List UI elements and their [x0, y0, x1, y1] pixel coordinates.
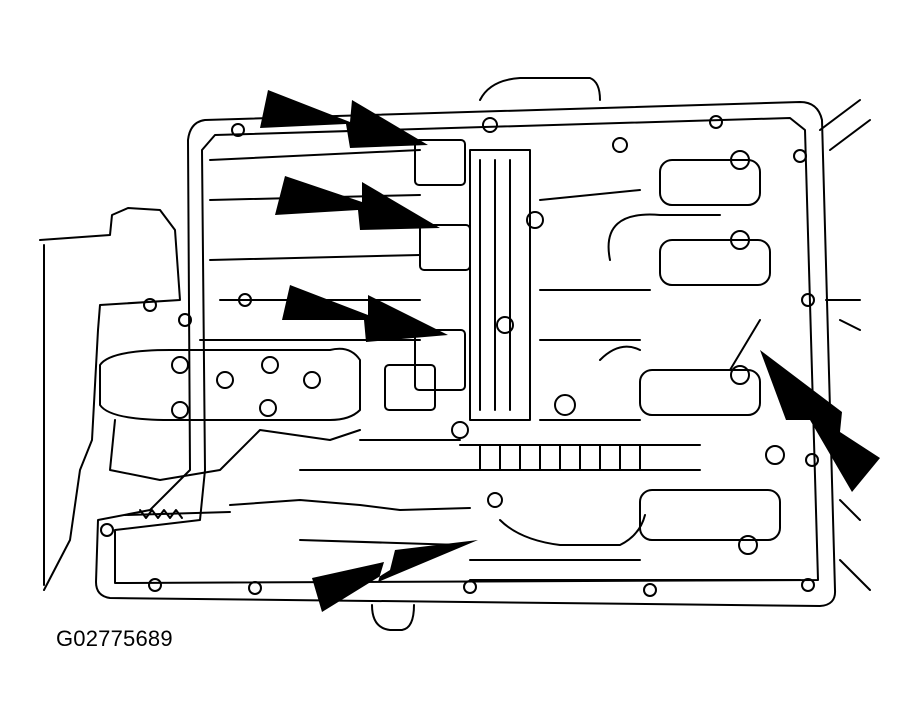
- manual-rod: [124, 499, 471, 516]
- right-solenoid-4: [639, 489, 781, 541]
- pan-flange-inner: [114, 117, 819, 584]
- left-lower-housing: [109, 419, 361, 481]
- bolt-ring: [100, 115, 819, 597]
- arrow-lower-left: [312, 540, 478, 612]
- connector-left-solenoid: [384, 364, 436, 411]
- arrow-upper-left-1: [260, 90, 428, 148]
- connector-middle: [419, 224, 471, 271]
- figure-id-label: G02775689: [56, 626, 173, 651]
- case-outline-left: [39, 207, 181, 591]
- right-wire-loop: [599, 213, 761, 371]
- central-harness: [469, 149, 531, 421]
- case-outline-right: [819, 99, 871, 591]
- right-solenoid-1: [659, 159, 761, 206]
- bottom-wire: [499, 514, 646, 546]
- arrow-right: [760, 350, 880, 492]
- pan-flange-outer: [95, 101, 837, 607]
- bottom-boss: [371, 604, 415, 631]
- rod-spring: [139, 509, 183, 519]
- lower-harness-ribs: [479, 444, 641, 471]
- connector-upper: [414, 139, 466, 186]
- right-solenoid-3: [639, 369, 761, 416]
- arrow-upper-left-2: [275, 176, 440, 230]
- right-solenoid-2: [659, 239, 771, 286]
- arrow-upper-left-3: [282, 285, 448, 342]
- connector-lower: [414, 329, 466, 391]
- top-boss: [479, 77, 601, 101]
- left-solenoid-body: [99, 347, 361, 421]
